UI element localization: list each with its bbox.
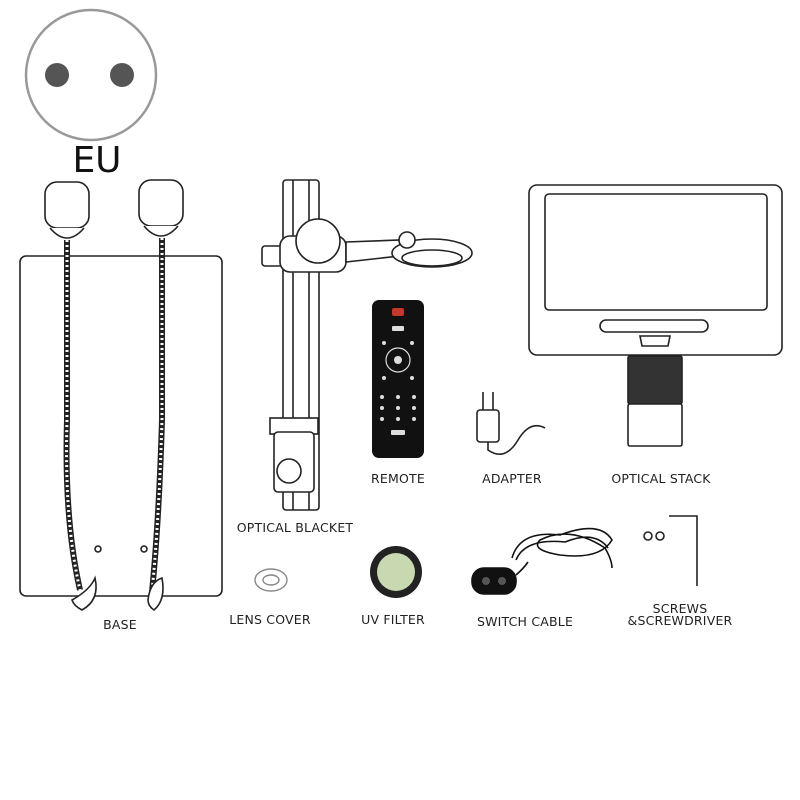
screws-screwdriver-label: SCREWS &SCREWDRIVER xyxy=(620,601,740,628)
remote-illustration xyxy=(372,300,424,458)
plug-region-label: EU xyxy=(72,140,122,181)
switch-cable-label: SWITCH CABLE xyxy=(476,614,574,629)
optical-stack-illustration xyxy=(528,184,783,447)
remote-label: REMOTE xyxy=(371,471,425,486)
optical-bracket-label: OPTICAL BLACKET xyxy=(236,520,354,535)
adapter-label: ADAPTER xyxy=(482,471,542,486)
base-illustration xyxy=(19,179,223,611)
optical-bracket-illustration xyxy=(261,179,473,511)
lens-cover-illustration xyxy=(254,568,288,592)
eu-plug-icon xyxy=(24,8,158,142)
screws-screwdriver-illustration xyxy=(643,515,698,586)
screws-label-line1: SCREWS xyxy=(652,601,708,616)
lens-cover-label: LENS COVER xyxy=(229,612,311,627)
adapter-illustration xyxy=(476,392,546,456)
screws-label-line2: &SCREWDRIVER xyxy=(627,613,733,628)
optical-stack-label: OPTICAL STACK xyxy=(611,471,711,486)
uv-filter-illustration xyxy=(370,546,422,598)
uv-filter-label: UV FILTER xyxy=(361,612,425,627)
base-label: BASE xyxy=(103,617,137,632)
switch-cable-illustration xyxy=(471,527,613,595)
